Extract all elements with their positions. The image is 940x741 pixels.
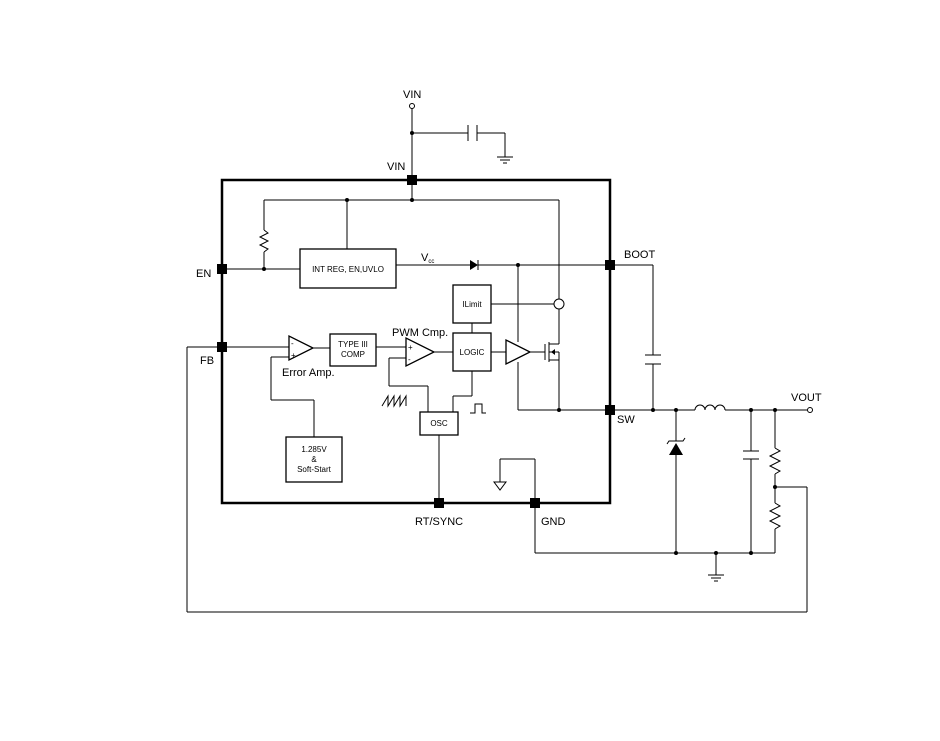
- type3-comp-block: [329, 333, 377, 367]
- vin-input-network: [409, 103, 513, 180]
- clock-pulse-icon: [470, 403, 486, 414]
- schottky-diode-icon: [669, 443, 683, 455]
- svg-text:-: -: [408, 355, 411, 364]
- svg-text:&: &: [311, 455, 317, 464]
- en-pin: [217, 264, 227, 274]
- current-sense-icon: [553, 298, 565, 310]
- gnd-label: GND: [541, 516, 566, 528]
- ground-icon: [497, 156, 513, 164]
- gate-driver-icon: [505, 338, 532, 366]
- svg-text:OSC: OSC: [430, 419, 448, 428]
- svg-text:TYPE III: TYPE III: [338, 340, 368, 349]
- en-label: EN: [196, 268, 211, 280]
- svg-text:COMP: COMP: [341, 350, 365, 359]
- ilimit-label: ILimit: [462, 300, 482, 309]
- pwm-cmp-label: PWM Cmp.: [392, 327, 448, 339]
- vout-terminal: [807, 407, 813, 413]
- en-pullup-resistor: [258, 229, 270, 253]
- reference-softstart-block: [285, 436, 343, 483]
- sawtooth-waveform-icon: [381, 394, 407, 408]
- boot-label: BOOT: [624, 249, 655, 261]
- feedback-resistor-top: [768, 447, 782, 475]
- svg-text:+: +: [291, 351, 296, 360]
- pwm-comparator-icon: [405, 336, 436, 368]
- ic-boundary: [220, 178, 612, 505]
- inductor-icon: [694, 404, 726, 411]
- int-reg-label: INT REG, EN,UVLO: [312, 265, 384, 274]
- rt-sync-label: RT/SYNC: [415, 516, 463, 528]
- rt-sync-pin: [434, 498, 444, 508]
- boot-diode-icon: [470, 260, 478, 270]
- vcc-label: Vcc: [421, 252, 434, 265]
- ground-icon: [708, 574, 724, 582]
- logic-label: LOGIC: [460, 348, 485, 357]
- internal-ground-icon: [493, 481, 507, 491]
- sw-label: SW: [617, 414, 635, 426]
- vin-terminal: [409, 103, 415, 109]
- vin-pin: [407, 175, 417, 185]
- fb-label: FB: [200, 355, 214, 367]
- vout-label: VOUT: [791, 392, 822, 404]
- error-amp-icon: [288, 334, 315, 362]
- svg-text:+: +: [408, 343, 413, 352]
- vin-pin-label: VIN: [387, 161, 405, 173]
- vin-terminal-label: VIN: [403, 89, 421, 101]
- error-amp-label: Error Amp.: [282, 367, 335, 379]
- svg-text:1.285V: 1.285V: [301, 445, 327, 454]
- svg-text:Soft-Start: Soft-Start: [297, 465, 332, 474]
- int-reg-block: [299, 248, 397, 289]
- high-side-mosfet-icon: [544, 340, 560, 362]
- feedback-resistor-bottom: [768, 502, 782, 530]
- svg-text:-: -: [291, 339, 294, 348]
